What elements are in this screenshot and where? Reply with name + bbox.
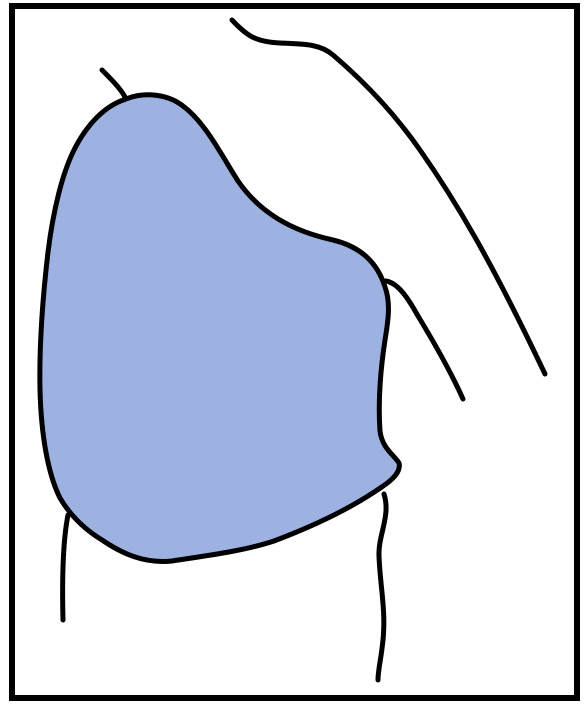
diagram-canvas xyxy=(0,0,587,706)
